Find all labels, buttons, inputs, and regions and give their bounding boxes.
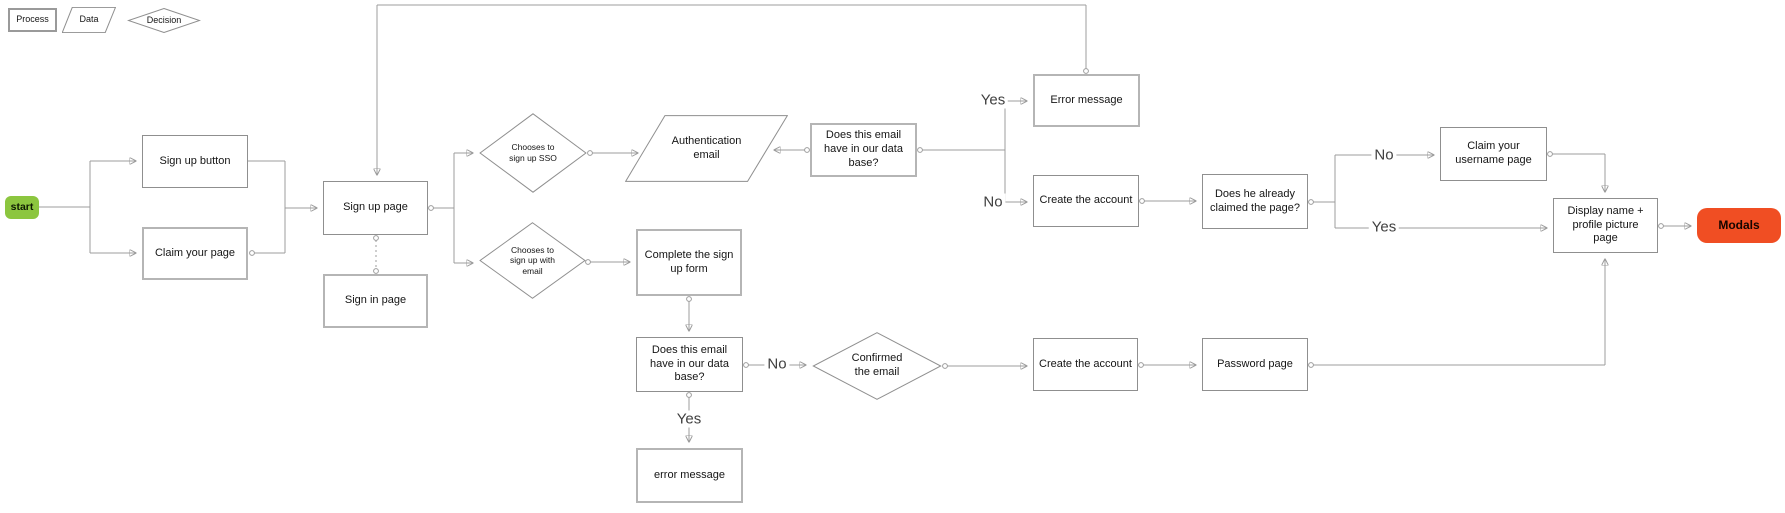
node-claim-your-page[interactable]: Claim your page	[142, 227, 248, 280]
node-label: Display name + profile picture page	[1567, 204, 1644, 245]
endpoint-dot	[942, 363, 948, 369]
node-chooses-sign-up-email[interactable]: Chooses to sign up with email	[479, 222, 586, 299]
parallelogram-icon	[62, 7, 116, 33]
node-create-account-top[interactable]: Create the account	[1033, 175, 1139, 227]
node-label: Claim your page	[154, 246, 236, 259]
node-error-message-bottom[interactable]: error message	[636, 448, 743, 503]
node-label: Chooses to sign up with email	[510, 244, 555, 276]
endpoint-dot	[428, 205, 434, 211]
node-label: Confirmed the email	[851, 352, 903, 378]
node-label: Modals	[1718, 218, 1760, 232]
node-label: start	[10, 200, 34, 213]
node-label: Create the account	[1039, 194, 1133, 207]
node-sign-up-button[interactable]: Sign up button	[142, 135, 248, 188]
node-sign-up-page[interactable]: Sign up page	[323, 181, 428, 235]
node-label: Create the account	[1039, 357, 1132, 370]
edge-label-no-claimed: No	[1371, 146, 1397, 164]
endpoint-dot	[1658, 223, 1664, 229]
node-claim-username-page[interactable]: Claim your username page	[1440, 127, 1547, 181]
edge-label-yes-claimed: Yes	[1368, 218, 1400, 236]
edge-label-yes-top: Yes	[977, 91, 1009, 109]
node-modals[interactable]: Modals	[1697, 208, 1781, 243]
node-label: Chooses to sign up SSO	[509, 142, 557, 163]
node-label: Password page	[1217, 357, 1293, 370]
endpoint-dot	[917, 147, 923, 153]
endpoint-dot	[1308, 199, 1314, 205]
node-label: Error message	[1050, 93, 1123, 106]
endpoint-dot	[373, 235, 379, 241]
edge-label-yes-error: Yes	[673, 410, 705, 428]
node-email-in-database-top[interactable]: Does this email have in our data base?	[810, 123, 917, 177]
endpoint-dot	[585, 259, 591, 265]
node-label: Sign up page	[343, 201, 408, 214]
node-sign-in-page[interactable]: Sign in page	[323, 274, 428, 328]
diamond-shape	[479, 113, 587, 193]
legend-process-shape[interactable]: Process	[8, 8, 57, 32]
node-label: Authentication email	[671, 134, 742, 161]
endpoint-dot	[804, 147, 810, 153]
legend-data-label: Data	[79, 14, 99, 25]
legend-process-label: Process	[16, 14, 49, 25]
endpoint-dot	[686, 392, 692, 398]
node-label: Does this email have in our data base?	[650, 343, 729, 384]
endpoint-dot	[1547, 151, 1553, 157]
node-password-page[interactable]: Password page	[1202, 338, 1308, 391]
node-label: Sign up button	[159, 154, 231, 167]
endpoint-dot	[1139, 198, 1145, 204]
diamond-shape	[479, 222, 586, 299]
node-already-claimed-page[interactable]: Does he already claimed the page?	[1202, 174, 1308, 229]
parallelogram-shape	[625, 115, 788, 182]
node-authentication-email[interactable]: Authentication email	[625, 115, 788, 182]
node-label: Does he already claimed the page?	[1210, 187, 1300, 214]
diamond-icon	[127, 8, 201, 33]
endpoint-dot	[686, 296, 692, 302]
node-complete-sign-up-form[interactable]: Complete the sign up form	[636, 229, 742, 296]
edge-label-no-top: No	[980, 193, 1006, 211]
node-label: Complete the sign up form	[644, 248, 734, 275]
node-confirmed-the-email[interactable]: Confirmed the email	[812, 332, 942, 400]
endpoint-dot	[1308, 362, 1314, 368]
endpoint-dot	[249, 250, 255, 256]
endpoint-dot	[743, 362, 749, 368]
node-label: Sign in page	[344, 294, 407, 307]
node-chooses-sign-up-sso[interactable]: Chooses to sign up SSO	[479, 113, 587, 193]
node-email-in-database-bottom[interactable]: Does this email have in our data base?	[636, 337, 743, 392]
endpoint-dot	[373, 268, 379, 274]
legend-data-shape[interactable]: Data	[62, 7, 116, 33]
endpoint-dot	[587, 150, 593, 156]
endpoint-dot	[1083, 68, 1089, 74]
node-create-account-bottom[interactable]: Create the account	[1033, 338, 1138, 391]
node-label: error message	[654, 468, 725, 481]
diamond-shape	[812, 332, 942, 400]
node-label: Claim your username page	[1455, 140, 1532, 166]
endpoint-dot	[1138, 362, 1144, 368]
node-error-message-top[interactable]: Error message	[1033, 74, 1140, 127]
legend-decision-shape[interactable]: Decision	[127, 8, 201, 33]
edge-label-no-confirm: No	[764, 355, 790, 373]
node-label: Does this email have in our data base?	[824, 129, 903, 169]
node-start[interactable]: start	[5, 196, 39, 219]
node-display-name-profile-picture-page[interactable]: Display name + profile picture page	[1553, 198, 1658, 253]
legend-decision-label: Decision	[146, 14, 182, 25]
